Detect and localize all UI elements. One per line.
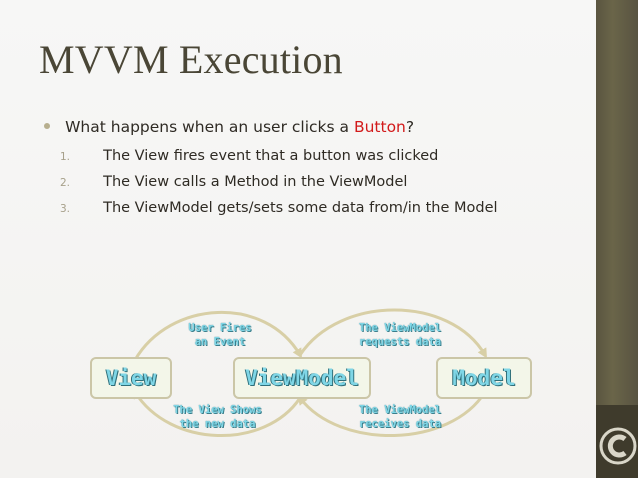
bullet-text-after: ?: [405, 118, 415, 136]
step-number: 3.: [60, 203, 71, 215]
step-item: 1. The View fires event that a button wa…: [60, 145, 498, 171]
model-box-label: Model: [452, 366, 516, 390]
bullet-dot-icon: [44, 123, 50, 129]
arc-viewmodel-to-model: [298, 308, 488, 359]
step-text: The ViewModel gets/sets some data from/i…: [103, 200, 498, 216]
arc-viewmodel-to-view: [132, 388, 302, 438]
label-user-fires: User Fires an Event: [188, 322, 252, 348]
step-number: 2.: [60, 177, 71, 189]
arc-model-to-viewmodel: [297, 391, 487, 437]
view-box-label: View: [105, 366, 157, 390]
step-item: 2. The View calls a Method in the ViewMo…: [60, 171, 498, 197]
bullet-highlight-word: Button: [353, 118, 406, 136]
step-list: 1. The View fires event that a button wa…: [60, 145, 498, 223]
label-view-shows: The View Shows the new data: [173, 404, 262, 430]
view-box: View: [90, 357, 172, 399]
diagram-arcs: [132, 308, 488, 438]
arc-view-to-viewmodel: [133, 311, 303, 361]
step-text: The View calls a Method in the ViewModel: [103, 174, 408, 190]
step-number: 1.: [60, 151, 71, 163]
c-logo-icon: [599, 427, 637, 465]
step-item: 3. The ViewModel gets/sets some data fro…: [60, 197, 498, 223]
label-vm-requests: The ViewModel requests data: [358, 322, 442, 348]
model-box: Model: [436, 357, 532, 399]
viewmodel-box-label: ViewModel: [245, 366, 359, 390]
label-vm-receives: The ViewModel receives data: [358, 404, 442, 430]
slide: MVVM Execution What happens when an user…: [0, 0, 596, 478]
step-text: The View fires event that a button was c…: [103, 148, 439, 164]
bullet-question: What happens when an user clicks a Butto…: [44, 117, 414, 136]
mvvm-diagram: User Fires an Event The ViewModel reques…: [0, 300, 596, 478]
viewmodel-box: ViewModel: [233, 357, 371, 399]
slide-title: MVVM Execution: [39, 37, 343, 82]
bullet-text-before: What happens when an user clicks a: [65, 118, 354, 136]
right-sidebar: [596, 0, 638, 478]
